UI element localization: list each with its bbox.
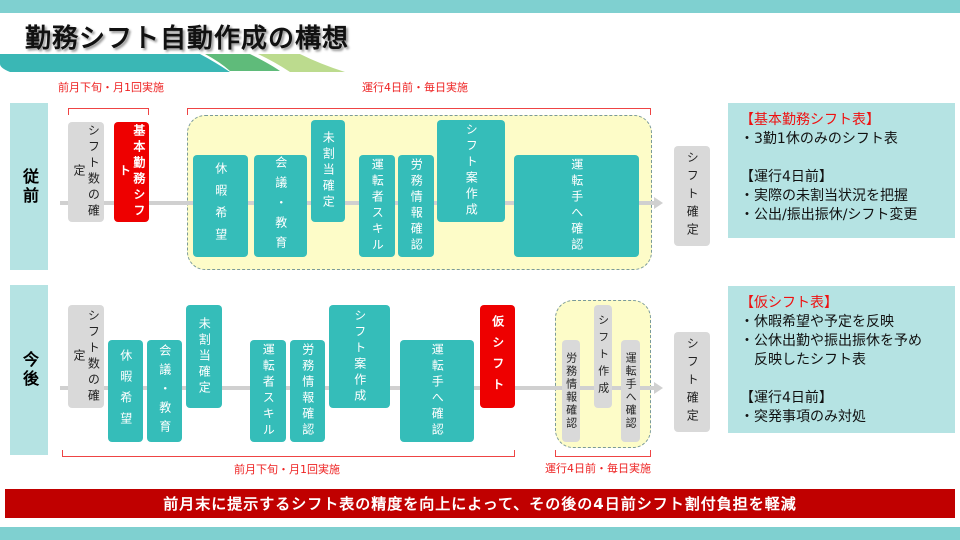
step-unassigned: 未割当確定 [311,120,345,222]
step-draft-shift: シフト案作成 [329,305,390,408]
bracket-label-daily: 運行4日前・毎日実施 [362,81,468,94]
panel-heading: 【運行4日前】 [740,169,833,185]
step-draft-shift: シフト案作成 [437,120,505,222]
step-meeting: 会議・教育 [254,155,307,257]
panel-item: ・実際の未割当状況を把握 [740,188,908,204]
bracket [555,450,651,457]
bracket-label-monthly: 前月下旬・月1回実施 [234,463,340,476]
step-shift-final: シフト確定 [674,332,710,432]
panel-item: ・公出/振出振休/シフト変更 [740,207,918,223]
step-shift-create-daily: シフト作成 [594,305,612,408]
step-leave-request: 休暇希望 [193,155,248,257]
step-meeting: 会議・教育 [147,340,182,442]
row-label-after: 今後 [10,285,48,455]
bottom-accent-bar [0,527,960,540]
panel-item: ・3勤1休のみのシフト表 [740,131,898,147]
step-driver-confirm-daily: 運転手へ確認 [621,340,640,442]
step-labor-info: 労務情報確認 [290,340,325,442]
panel-before: 【基本勤務シフト表】 ・3勤1休のみのシフト表 【運行4日前】 ・実際の未割当状… [728,103,955,238]
step-shift-count: シフト数の確定 [68,122,104,222]
step-shift-final: シフト確定 [674,146,710,246]
bracket-label-daily: 運行4日前・毎日実施 [545,462,651,475]
top-accent-bar [0,0,960,13]
bracket [62,450,515,457]
step-shift-count: シフト数の確定 [68,305,104,408]
step-unassigned: 未割当確定 [186,305,222,408]
panel-heading: 【仮シフト表】 [740,295,838,311]
panel-item: ・突発事項のみ対処 [740,409,866,425]
title-decoration [0,54,345,72]
panel-heading: 【運行4日前】 [740,390,833,406]
step-provisional-shift: 仮シフト [480,305,515,408]
panel-item: ・休暇希望や予定を反映 [740,314,894,330]
page-title: 勤務シフト自動作成の構想 [25,24,350,54]
step-driver-confirm: 運転手へ確認 [400,340,474,442]
row-label-before: 従前 [10,103,48,270]
step-base-shift: 基本勤務シフト [114,122,149,222]
bracket-label-monthly: 前月下旬・月1回実施 [58,81,164,94]
bracket [68,108,149,115]
summary-banner: 前月末に提示するシフト表の精度を向上によって、その後の4日前シフト割付負担を軽減 [5,489,955,518]
step-driver-skill: 運転者スキル [250,340,286,442]
bracket [187,108,651,115]
step-leave-request: 休暇希望 [108,340,143,442]
panel-item: 反映したシフト表 [740,352,866,368]
step-labor-info: 労務情報確認 [398,155,434,257]
panel-after: 【仮シフト表】 ・休暇希望や予定を反映 ・公休出勤や振出振休を予め 反映したシフ… [728,286,955,433]
step-driver-skill: 運転者スキル [359,155,395,257]
panel-heading: 【基本勤務シフト表】 [740,112,880,128]
step-driver-confirm: 運転手へ確認 [514,155,639,257]
step-labor-info-daily: 労務情報確認 [562,340,580,442]
flow-arrow [60,197,663,209]
panel-item: ・公休出勤や振出振休を予め [740,333,922,349]
